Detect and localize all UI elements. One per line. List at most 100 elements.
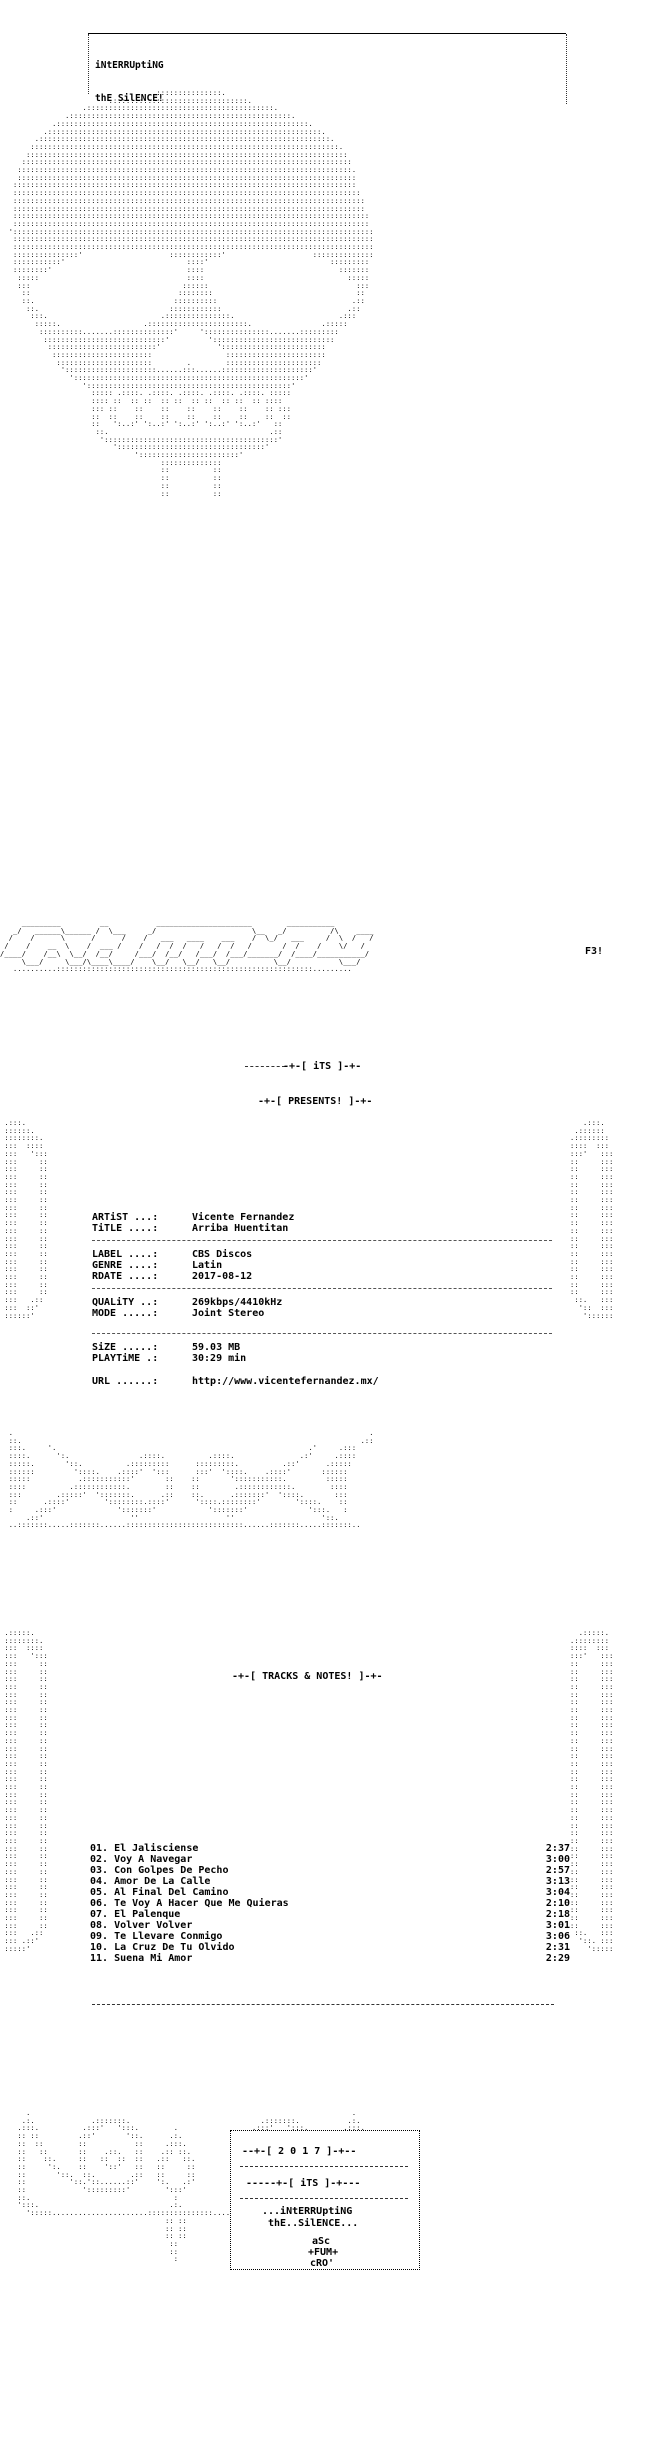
footer-rule-2 [240,2198,408,2199]
quality-key: QUALiTY ..: [92,1297,159,1308]
footer-line-2: thE..SilENCE... [268,2218,359,2229]
title-value: Arriba Huentitan [192,1223,289,1234]
title-key: TiTLE ....: [92,1223,159,1234]
footer-credit-1: aSc [312,2236,331,2247]
footer-year-text: 2 0 1 7 [278,2146,321,2157]
rdate-row: RDATE ....: 2017-08-12 [92,1271,562,1282]
url-key: URL ......: [92,1376,159,1387]
its-rule-left [245,1066,285,1067]
track-row: 04. Amor De La Calle 3:13 [90,1876,570,1887]
graffiti-logo-ascii: _________ __ ______________________ ____… [0,920,374,974]
playtime-key: PLAYTiME .: [92,1353,159,1364]
track-time: 2:37 [545,1843,570,1854]
release-info: ARTiST ...: Vicente Fernandez TiTLE ....… [92,1212,562,1387]
track-time: 2:29 [545,1953,570,1964]
presents-label: -+-[ PRESENTS! ]-+- [258,1096,373,1107]
track-title: 09. Te Llevare Conmigo [90,1931,223,1942]
footer-credit-2: +FUM+ [308,2247,339,2258]
footer-its-text: iTS [300,2178,319,2189]
rdate-key: RDATE ....: [92,1271,159,1282]
artist-key: ARTiST ...: [92,1212,159,1223]
track-title: 03. Con Golpes De Pecho [90,1865,229,1876]
track-row: 01. El Jalisciense 2:37 [90,1843,570,1854]
header-line-2: thE SilENCE! [95,93,164,104]
url-row: URL ......: http://www.vicentefernandez.… [92,1376,562,1387]
mode-value: Joint Stereo [192,1308,265,1319]
track-title: 10. La Cruz De Tu Olvido [90,1942,235,1953]
header-line-1: iNtERRUptiNG [95,60,164,71]
track-time: 3:06 [545,1931,570,1942]
label-row: LABEL ....: CBS Discos [92,1249,562,1260]
size-value: 59.03 MB [192,1342,241,1353]
its-text: iTS [313,1061,332,1072]
mode-row: MODE .....: Joint Stereo [92,1308,562,1319]
track-time: 3:04 [545,1887,570,1898]
info-divider-3 [92,1333,552,1334]
track-row: 08. Volver Volver 3:01 [90,1920,570,1931]
url-value[interactable]: http://www.vicentefernandez.mx/ [192,1376,379,1387]
artist-value: Vicente Fernandez [192,1212,295,1223]
track-row: 11. Suena Mi Amor 2:29 [90,1953,570,1964]
skull-ascii-art: .:::::::::::::::. .:::::::::::::::::::::… [8,90,374,498]
top-banner-left-edge [88,34,89,94]
track-row: 07. El Palenque 2:18 [90,1909,570,1920]
info-frame-left-art: .:::. ::::::. ::::::::. ::: :::: ::: '::… [4,1120,48,1320]
footer-credit-3: cRO' [310,2258,335,2269]
track-row: 05. Al Final Del Camino 3:04 [90,1887,570,1898]
tracks-frame-right-art: .:::::. .:::::::: :::: ::: :::' ::: :: :… [570,1630,614,1953]
presents-text: PRESENTS! [288,1096,343,1107]
artist-row: ARTiST ...: Vicente Fernandez [92,1212,562,1223]
top-banner-right-edge [566,34,567,104]
genre-row: GENRE ....: Latin [92,1260,562,1271]
size-row: SiZE .....: 59.03 MB [92,1342,562,1353]
genre-key: GENRE ....: [92,1260,159,1271]
quality-row: QUALiTY ..: 269kbps/4410kHz [92,1297,562,1308]
track-list: 01. El Jalisciense 2:37 02. Voy A Navegar… [90,1843,570,1964]
track-row: 10. La Cruz De Tu Olvido 2:31 [90,1942,570,1953]
playtime-value: 30:29 min [192,1353,247,1364]
track-time: 2:10 [545,1898,570,1909]
quality-value: 269kbps/4410kHz [192,1297,283,1308]
header-banner: iNtERRUptiNG thE SilENCE! [95,38,164,126]
tracks-notes-text: TRACKS & NOTES! [262,1671,353,1682]
track-row: 06. Te Voy A Hacer Que Me Quieras 2:10 [90,1898,570,1909]
track-title: 01. El Jalisciense [90,1843,199,1854]
footer-year-label: --+-[ 2 0 1 7 ]-+-- [242,2146,357,2157]
signature-tag: F3! [585,946,604,957]
title-row: TiTLE ....: Arriba Huentitan [92,1223,562,1234]
its-label: -+-[ iTS ]-+- [283,1061,362,1072]
track-row: 02. Voy A Navegar 3:00 [90,1854,570,1865]
track-title: 07. El Palenque [90,1909,181,1920]
track-title: 02. Voy A Navegar [90,1854,193,1865]
track-time: 3:00 [545,1854,570,1865]
label-value: CBS Discos [192,1249,253,1260]
info-frame-right-art: .:::. .:::::: .:::::::: :::: ::: :::' ::… [570,1120,614,1320]
track-title: 05. Al Final Del Camino [90,1887,229,1898]
track-time: 3:13 [545,1876,570,1887]
track-title: 04. Amor De La Calle [90,1876,211,1887]
info-divider-2 [92,1288,552,1289]
middle-ornament-ascii: . . ::. .:: :::. '. [8,1430,374,1530]
footer-its-label: -----+-[ iTS ]-+--- [246,2178,361,2189]
track-row: 03. Con Golpes De Pecho 2:57 [90,1865,570,1876]
playtime-row: PLAYTiME .: 30:29 min [92,1353,562,1364]
footer-line-1: ...iNtERRUptiNG [262,2206,353,2217]
footer-center-frame [230,2130,420,2270]
track-time: 3:01 [545,1920,570,1931]
tracks-divider [92,2004,554,2005]
footer-rule-1 [240,2166,408,2167]
track-title: 11. Suena Mi Amor [90,1953,193,1964]
track-time: 2:18 [545,1909,570,1920]
label-key: LABEL ....: [92,1249,159,1260]
track-time: 2:31 [545,1942,570,1953]
track-time: 2:57 [545,1865,570,1876]
top-banner-frame [88,33,566,34]
size-key: SiZE .....: [92,1342,159,1353]
track-title: 06. Te Voy A Hacer Que Me Quieras [90,1898,289,1909]
mode-key: MODE .....: [92,1308,159,1319]
genre-value: Latin [192,1260,223,1271]
rdate-value: 2017-08-12 [192,1271,253,1282]
track-title: 08. Volver Volver [90,1920,193,1931]
info-divider-1 [92,1240,552,1241]
